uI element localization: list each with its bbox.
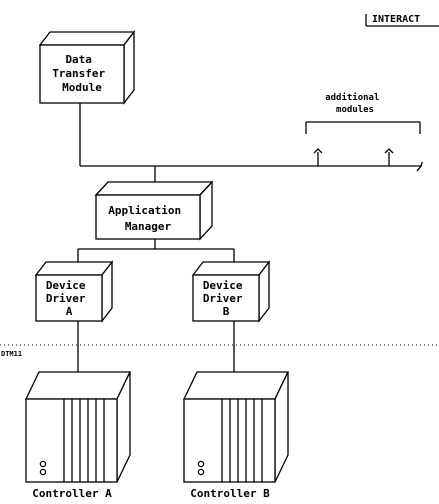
led-icon bbox=[197, 468, 205, 476]
bus-connector bbox=[79, 103, 423, 184]
additional-modules-bracket: additional modules bbox=[305, 92, 421, 166]
dtm-divider-label: DTM11 bbox=[1, 350, 22, 358]
led-icon bbox=[39, 460, 47, 468]
application-manager-label: Application Manager bbox=[108, 204, 187, 233]
device-driver-a-box: Device Driver A bbox=[34, 260, 114, 323]
device-driver-b-box: Device Driver B bbox=[191, 260, 271, 323]
led-icon bbox=[39, 468, 47, 476]
controller-b-label: Controller B bbox=[190, 487, 270, 500]
controller-a-rack bbox=[24, 371, 132, 483]
interact-tag-label: INTERACT bbox=[372, 14, 420, 25]
led-icon bbox=[197, 460, 205, 468]
data-transfer-module-label: Data Transfer Module bbox=[52, 53, 112, 94]
controller-b-rack bbox=[182, 371, 290, 483]
data-transfer-module-box: Data Transfer Module bbox=[38, 30, 136, 105]
dtm-divider: DTM11 bbox=[0, 344, 439, 358]
interact-tag: INTERACT bbox=[365, 14, 439, 27]
additional-modules-label: additional modules bbox=[325, 92, 385, 115]
device-driver-b-label: Device Driver B bbox=[203, 279, 249, 318]
application-manager-box: Application Manager bbox=[94, 180, 214, 241]
controller-a-label: Controller A bbox=[32, 487, 112, 500]
device-driver-a-label: Device Driver A bbox=[46, 279, 92, 318]
